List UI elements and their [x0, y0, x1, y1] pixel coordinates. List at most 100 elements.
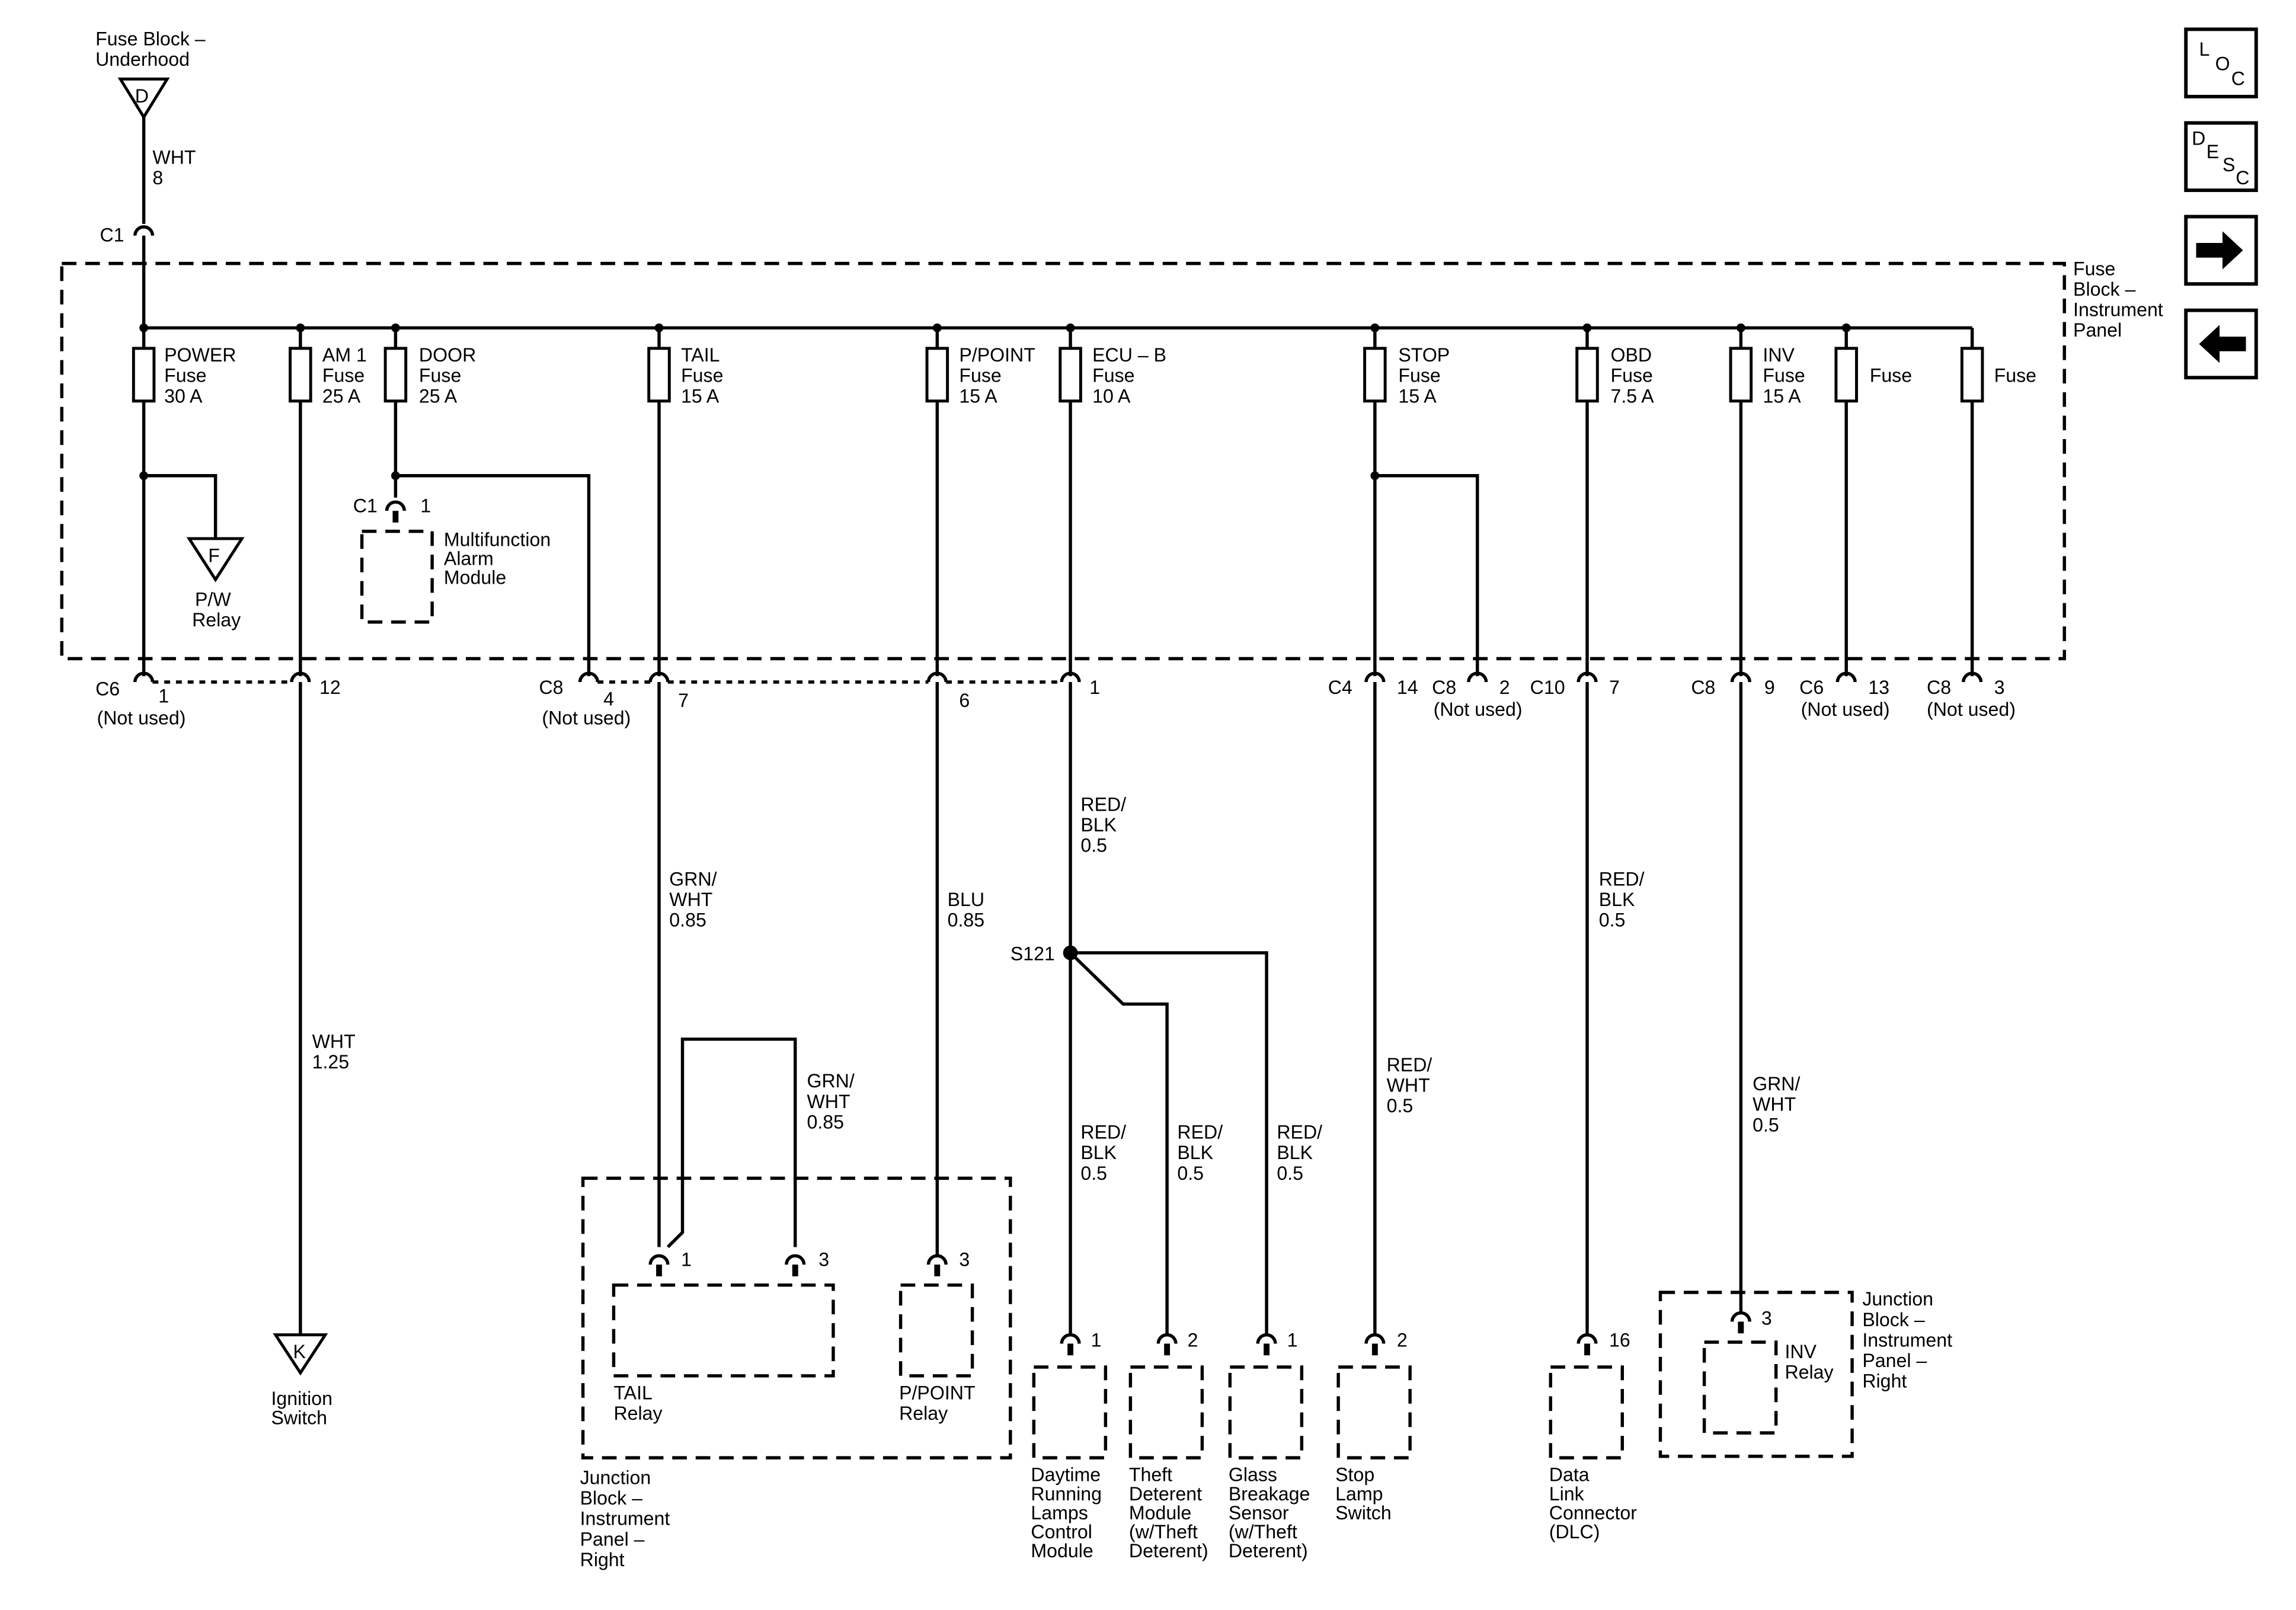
pw-relay-branch: F P/W Relay [139, 471, 245, 630]
svg-text:OBD: OBD [1611, 344, 1652, 366]
svg-text:15 A: 15 A [959, 385, 997, 406]
connector-c8-2: C8 2 (Not used) [1432, 673, 1523, 720]
svg-text:Ignition: Ignition [271, 1388, 332, 1409]
svg-text:(Not used): (Not used) [542, 708, 631, 729]
svg-text:INV: INV [1785, 1341, 1817, 1362]
svg-text:Switch: Switch [1335, 1502, 1392, 1523]
tail-circuit: GRN/ WHT 0.85 GRN/ WHT 0.85 [657, 682, 855, 1249]
svg-text:P/POINT: P/POINT [959, 344, 1035, 366]
svg-text:P/W: P/W [195, 589, 231, 610]
svg-text:8: 8 [152, 167, 163, 188]
svg-text:RED/: RED/ [1277, 1122, 1322, 1143]
svg-text:(Not used): (Not used) [1801, 699, 1890, 720]
svg-text:15 A: 15 A [1763, 385, 1801, 406]
svg-text:Deterent): Deterent) [1129, 1540, 1208, 1561]
component-stop-lamp-switch: 2 Stop Lamp Switch [1335, 1329, 1412, 1523]
svg-text:1: 1 [1287, 1329, 1298, 1350]
svg-text:Fuse: Fuse [322, 365, 364, 386]
svg-text:Instrument: Instrument [2073, 299, 2163, 321]
svg-text:Deterent: Deterent [1129, 1483, 1202, 1505]
svg-text:C8: C8 [539, 677, 563, 698]
svg-text:0.5: 0.5 [1277, 1163, 1303, 1184]
svg-text:1: 1 [681, 1249, 692, 1270]
svg-text:Lamps: Lamps [1031, 1502, 1088, 1523]
junction-block-right: Junction Block – Instrument Panel – Righ… [1658, 1288, 1952, 1458]
svg-text:(Not used): (Not used) [1927, 699, 2016, 720]
connector-c6-12: 12 [292, 673, 341, 698]
svg-text:INV: INV [1763, 344, 1795, 366]
svg-text:Fuse: Fuse [164, 365, 206, 386]
svg-text:Fuse: Fuse [1763, 365, 1805, 386]
svg-text:RED/: RED/ [1387, 1054, 1432, 1076]
svg-text:BLK: BLK [1277, 1142, 1313, 1163]
svg-text:Control: Control [1031, 1521, 1092, 1542]
forward-button[interactable] [2184, 215, 2258, 286]
svg-text:Running: Running [1031, 1483, 1102, 1505]
right-arrow-icon [2196, 231, 2243, 270]
svg-text:C6: C6 [95, 678, 120, 699]
inv-circuit: GRN/ WHT 0.5 [1739, 682, 1800, 1312]
svg-text:Fuse: Fuse [1092, 365, 1134, 386]
svg-text:Fuse: Fuse [1611, 365, 1653, 386]
fuse-am1: AM 1 Fuse 25 A [289, 328, 367, 677]
svg-text:Relay: Relay [613, 1403, 662, 1424]
connector-c8-6: 6 [929, 673, 970, 711]
fuse-door: DOOR Fuse 25 A [383, 328, 476, 498]
svg-text:3: 3 [1761, 1307, 1772, 1329]
fuse-power: POWER Fuse 30 A [132, 328, 236, 677]
svg-text:Link: Link [1549, 1483, 1585, 1505]
component-theft-deterent-module: 2 Theft Deterent Module (w/Theft Deteren… [1128, 1329, 1208, 1561]
svg-text:1.25: 1.25 [312, 1051, 350, 1073]
svg-text:7: 7 [678, 690, 689, 711]
svg-text:WHT: WHT [669, 889, 712, 910]
svg-text:(DLC): (DLC) [1549, 1521, 1600, 1542]
svg-text:Fuse: Fuse [1994, 365, 2036, 386]
junction-block-left: Junction Block – Instrument Panel – Righ… [580, 1176, 1012, 1570]
svg-text:Panel –: Panel – [580, 1528, 645, 1550]
svg-text:Fuse: Fuse [1398, 365, 1440, 386]
svg-text:Theft: Theft [1129, 1464, 1172, 1486]
svg-text:K: K [293, 1341, 306, 1362]
svg-text:Connector: Connector [1549, 1502, 1637, 1523]
svg-text:C10: C10 [1530, 677, 1565, 698]
back-button[interactable] [2184, 308, 2258, 380]
alarm-module-branch: C1 1 Multifunction Alarm Module [353, 471, 591, 677]
svg-text:6: 6 [959, 690, 970, 711]
svg-text:Right: Right [580, 1549, 625, 1570]
svg-text:10 A: 10 A [1092, 385, 1131, 406]
bottom-connectors: C6 1 (Not used) 12 C8 4 (Not used) 7 6 1 [95, 673, 2016, 729]
svg-text:0.5: 0.5 [1080, 835, 1107, 856]
svg-text:(w/Theft: (w/Theft [1229, 1521, 1297, 1542]
svg-text:0.5: 0.5 [1599, 910, 1626, 931]
svg-text:ECU – B: ECU – B [1092, 344, 1166, 366]
desc-button[interactable]: D E S C [2184, 121, 2258, 193]
fuses: POWER Fuse 30 A AM 1 Fuse 25 A DOOR Fuse… [132, 328, 2036, 677]
svg-text:25 A: 25 A [322, 385, 361, 406]
svg-text:0.85: 0.85 [807, 1111, 844, 1132]
svg-text:Alarm: Alarm [444, 548, 494, 569]
svg-text:Relay: Relay [1785, 1362, 1833, 1383]
tail-relay: 1 3 TAIL Relay [612, 1249, 835, 1424]
svg-text:GRN/: GRN/ [807, 1070, 854, 1092]
loc-button[interactable]: L O C [2184, 27, 2258, 98]
svg-text:1: 1 [420, 495, 431, 516]
svg-text:Fuse: Fuse [419, 365, 461, 386]
ecub-circuit: RED/ BLK 0.5 S121 RED/ BLK 0.5 RED/ BLK … [1011, 682, 1322, 1335]
fuse-ecub: ECU – B Fuse 10 A [1059, 328, 1166, 677]
svg-text:D: D [2192, 128, 2205, 149]
svg-text:C: C [2231, 68, 2245, 89]
ppoint-relay: 3 P/POINT Relay [898, 1249, 976, 1424]
svg-text:3: 3 [959, 1249, 970, 1270]
connector-c8-3: C8 3 (Not used) [1927, 673, 2016, 720]
component-drl-module: 1 Daytime Running Lamps Control Module [1031, 1329, 1108, 1561]
svg-text:RED/: RED/ [1599, 868, 1645, 889]
svg-text:7: 7 [1609, 677, 1620, 698]
svg-text:WHT: WHT [1753, 1094, 1796, 1115]
svg-text:RED/: RED/ [1080, 1122, 1126, 1143]
svg-text:Block –: Block – [580, 1487, 642, 1509]
svg-text:Sensor: Sensor [1229, 1502, 1289, 1523]
svg-text:25 A: 25 A [419, 385, 458, 406]
svg-text:Instrument: Instrument [1862, 1329, 1952, 1350]
svg-text:DOOR: DOOR [419, 344, 476, 366]
svg-text:C6: C6 [1799, 677, 1824, 698]
